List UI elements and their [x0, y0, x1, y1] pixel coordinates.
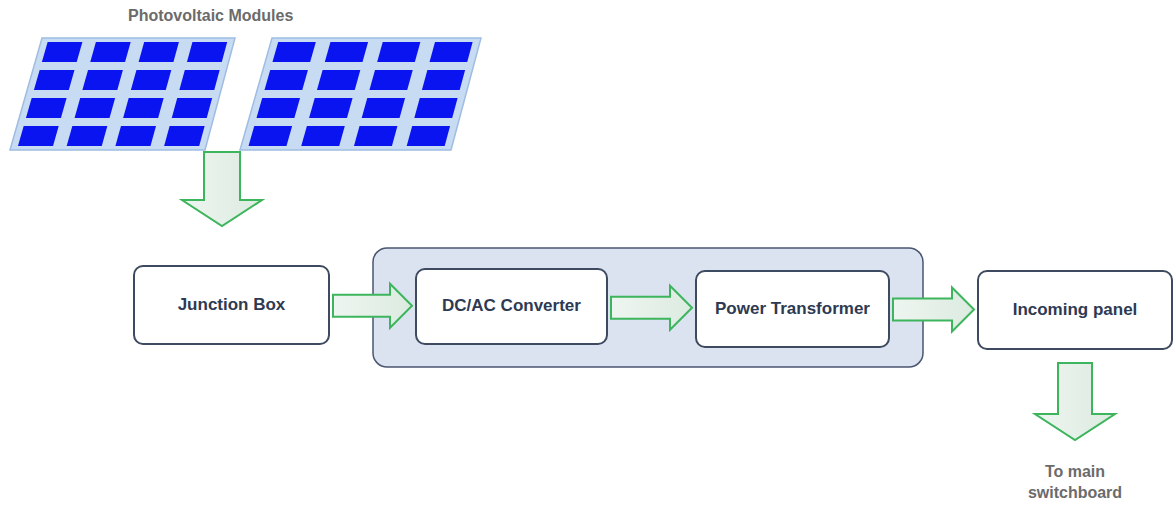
panel-cell: [75, 98, 116, 118]
panel-cell: [115, 126, 156, 146]
process-box: Power Transformer: [695, 270, 890, 348]
panel-cell: [67, 126, 108, 146]
process-box: DC/AC Converter: [415, 268, 608, 345]
panel-cell: [123, 98, 164, 118]
panel-cell: [82, 70, 123, 90]
panel-cell: [34, 70, 75, 90]
panel-cell: [362, 98, 405, 118]
box-label: Incoming panel: [1013, 300, 1138, 320]
panel-cell: [131, 70, 171, 90]
flow-arrow-down: [182, 152, 262, 226]
illustration-caption: Photovoltaic Modules: [128, 6, 348, 27]
panel-cell: [42, 42, 83, 62]
panel-cell: [187, 42, 227, 62]
panel-cell: [249, 126, 293, 146]
panel-cell: [377, 42, 420, 62]
panel-cell: [369, 70, 412, 90]
flow-arrow: [333, 284, 412, 328]
panel-cell: [172, 98, 212, 118]
flow-arrow-down: [1035, 363, 1115, 440]
panel-cell: [407, 126, 450, 146]
panel-frame: [240, 38, 481, 150]
panel-cell: [90, 42, 130, 62]
panel-cell: [139, 42, 179, 62]
panel-cell: [256, 98, 300, 118]
panel-cell: [264, 70, 307, 90]
panel-cell: [26, 98, 67, 118]
panel-cell: [179, 70, 219, 90]
panel-cell: [301, 126, 345, 146]
panel-frame: [10, 38, 235, 150]
panel-cell: [325, 42, 368, 62]
panel-cell: [272, 42, 315, 62]
panel-cell: [422, 70, 465, 90]
process-box: Junction Box: [133, 265, 330, 345]
panel-cell: [317, 70, 360, 90]
converter-group-band: [373, 248, 923, 367]
panel-cell: [18, 126, 59, 146]
panel-cell: [414, 98, 457, 118]
panel-cell: [309, 98, 352, 118]
panel-cell: [354, 126, 397, 146]
flow-arrow: [893, 288, 974, 332]
panel-cell: [164, 126, 205, 146]
box-label: Power Transformer: [715, 299, 870, 319]
box-label: DC/AC Converter: [442, 296, 581, 316]
solar-panels: [10, 38, 481, 150]
box-label: Junction Box: [178, 295, 286, 315]
destination-label: To main switchboard: [1015, 462, 1135, 504]
process-box: Incoming panel: [977, 270, 1173, 350]
flow-arrow: [611, 286, 692, 330]
panel-cell: [430, 42, 473, 62]
